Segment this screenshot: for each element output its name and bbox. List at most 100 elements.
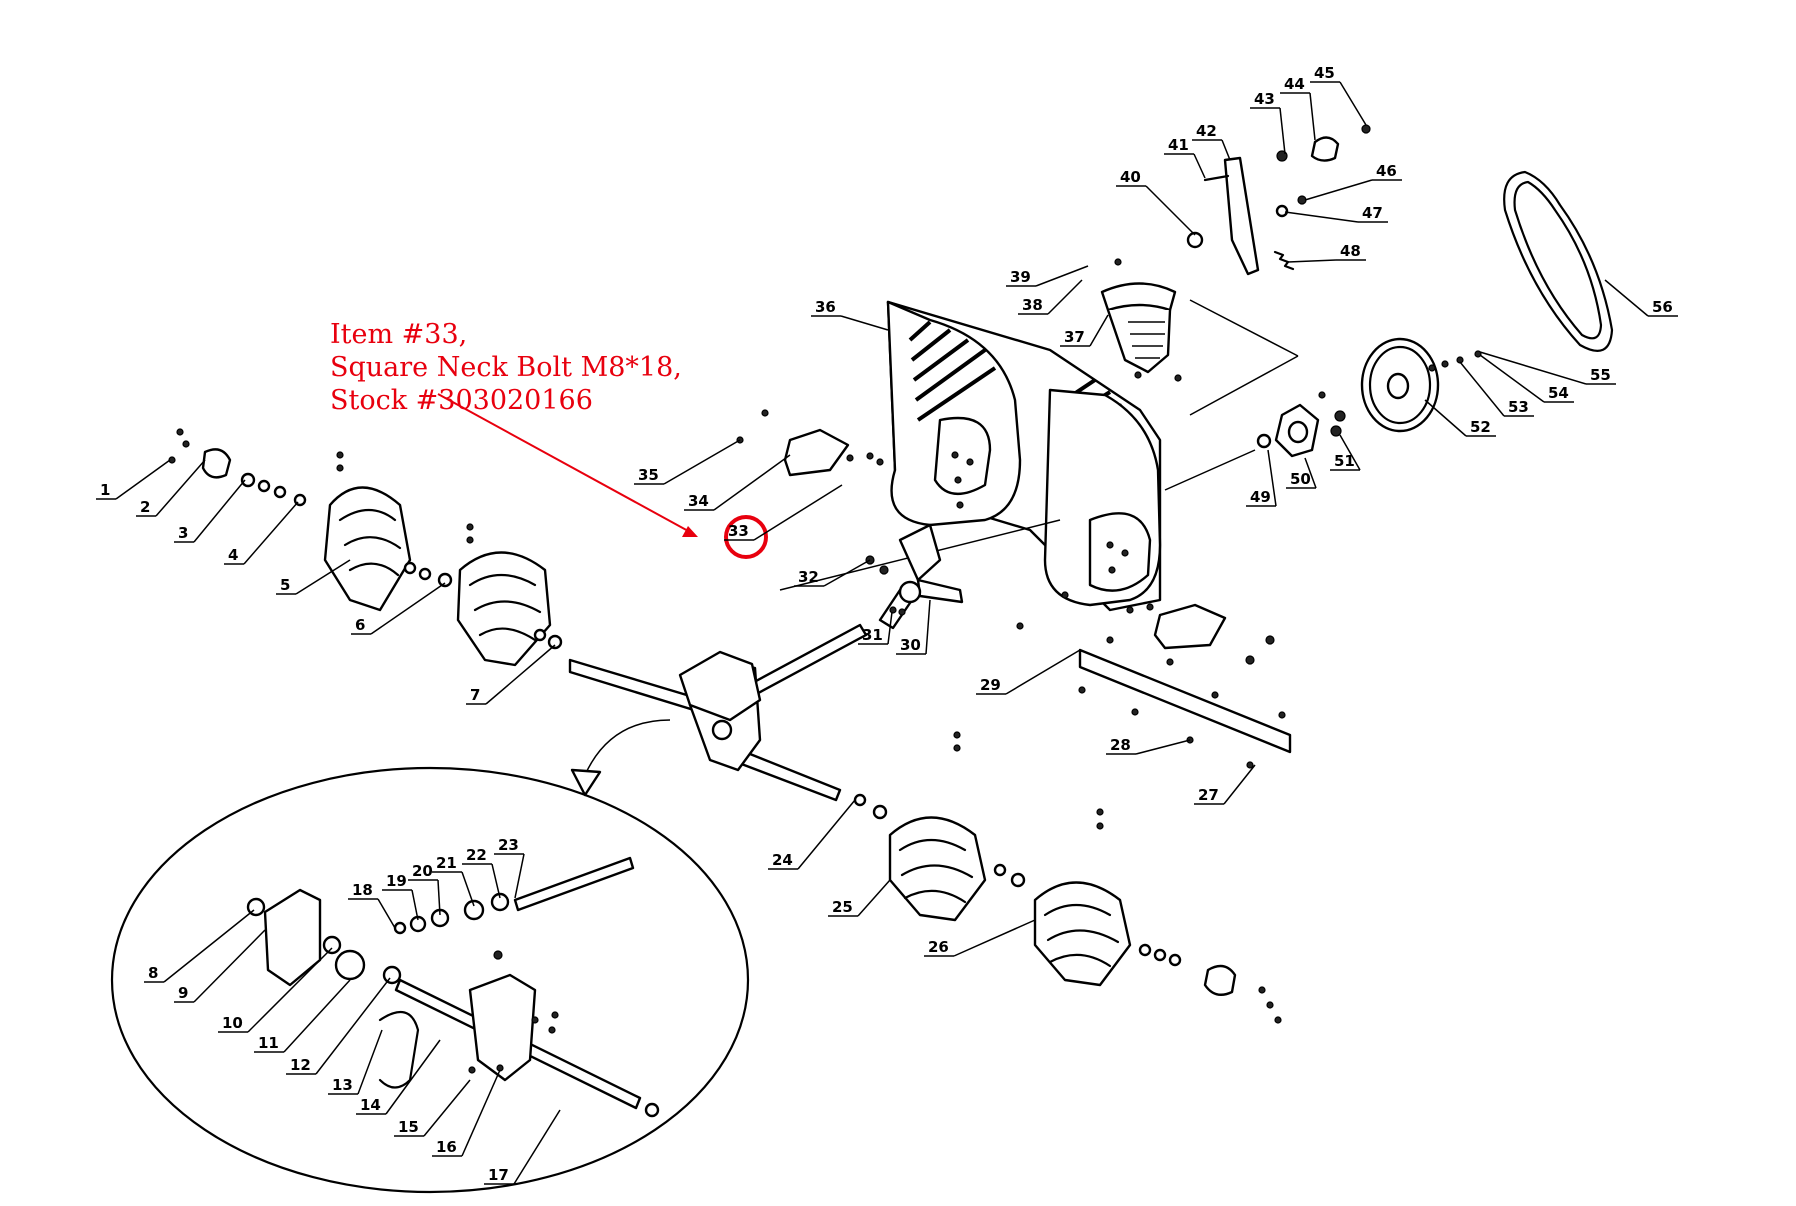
callout-label-35: 35 (638, 466, 659, 484)
callout-49: 49 (1246, 449, 1277, 507)
callout-leader-25 (857, 879, 891, 917)
callout-label-39: 39 (1010, 268, 1031, 286)
callout-leader-5 (295, 559, 351, 595)
callout-label-8: 8 (148, 964, 158, 982)
callout-41: 41 (1164, 136, 1206, 179)
callout-leader-2 (155, 459, 206, 517)
callout-16: 16 (432, 1069, 501, 1157)
callout-label-17: 17 (488, 1166, 509, 1184)
callout-label-2: 2 (140, 498, 150, 516)
callout-3: 3 (174, 479, 246, 543)
callout-leader-28 (1135, 739, 1191, 755)
callout-label-45: 45 (1314, 64, 1335, 82)
callout-leader-29 (1005, 649, 1081, 695)
callout-label-51: 51 (1334, 452, 1355, 470)
callout-label-52: 52 (1470, 418, 1491, 436)
callout-label-19: 19 (386, 872, 407, 890)
callout-label-28: 28 (1110, 736, 1131, 754)
callout-label-14: 14 (360, 1096, 381, 1114)
callout-36: 36 (811, 298, 889, 331)
callout-leader-41 (1193, 153, 1206, 179)
callout-leader-3 (193, 479, 246, 543)
callout-label-47: 47 (1362, 204, 1383, 222)
callout-label-20: 20 (412, 862, 433, 880)
callout-52: 52 (1424, 399, 1496, 437)
callout-leader-33 (753, 484, 843, 541)
callout-label-33: 33 (728, 522, 749, 540)
callout-label-16: 16 (436, 1138, 457, 1156)
callout-19: 19 (382, 872, 419, 921)
callout-54: 54 (1479, 354, 1574, 403)
callout-51: 51 (1330, 434, 1361, 471)
detail-view (110, 719, 750, 1194)
callout-leader-4 (243, 501, 299, 565)
callout-label-46: 46 (1376, 162, 1397, 180)
callout-label-43: 43 (1254, 90, 1275, 108)
callout-leader-11 (283, 979, 351, 1053)
callout-leader-8 (163, 909, 255, 983)
callout-46: 46 (1304, 162, 1402, 201)
callout-label-13: 13 (332, 1076, 353, 1094)
callout-29: 29 (976, 649, 1081, 695)
left-augers (168, 428, 563, 667)
callout-1: 1 (96, 459, 171, 500)
callout-40: 40 (1116, 168, 1196, 236)
callout-45: 45 (1310, 64, 1367, 126)
callout-6: 6 (351, 582, 446, 635)
annotation-note: Item #33, Square Neck Bolt M8*18, Stock … (330, 318, 682, 417)
callout-leader-39 (1035, 265, 1089, 287)
callout-label-7: 7 (470, 686, 480, 704)
callout-26: 26 (924, 919, 1036, 957)
callout-label-25: 25 (832, 898, 853, 916)
callout-label-32: 32 (798, 568, 819, 586)
callout-33: 33 (724, 484, 843, 541)
callout-34: 34 (684, 454, 791, 511)
annotation-line-2: Square Neck Bolt M8*18, (330, 352, 682, 383)
callout-label-56: 56 (1652, 298, 1673, 316)
auger-shaft (568, 519, 1061, 802)
callout-18: 18 (348, 881, 396, 929)
callout-label-42: 42 (1196, 122, 1217, 140)
callout-label-54: 54 (1548, 384, 1569, 402)
callout-label-9: 9 (178, 984, 188, 1002)
callout-50: 50 (1286, 457, 1317, 489)
callout-leader-53 (1459, 361, 1505, 417)
callout-23: 23 (494, 836, 525, 899)
callout-2: 2 (136, 459, 206, 517)
annotation-line-1: Item #33, (330, 319, 468, 350)
callout-leader-54 (1479, 354, 1545, 403)
callout-leader-31 (887, 611, 893, 645)
callout-label-40: 40 (1120, 168, 1141, 186)
callout-label-41: 41 (1168, 136, 1189, 154)
callout-label-27: 27 (1198, 786, 1219, 804)
callout-22: 22 (462, 846, 501, 899)
scraper-bar (1016, 622, 1292, 769)
callout-label-49: 49 (1250, 488, 1271, 506)
callout-leader-17 (513, 1109, 561, 1185)
callout-leader-10 (247, 947, 333, 1033)
callout-leader-36 (840, 315, 889, 331)
callout-leader-15 (423, 1079, 471, 1137)
callout-leader-38 (1047, 279, 1083, 315)
callout-leader-44 (1309, 92, 1316, 141)
callout-leader-6 (370, 582, 446, 635)
callout-label-44: 44 (1284, 75, 1305, 93)
callout-label-1: 1 (100, 481, 110, 499)
callout-leader-51 (1339, 434, 1361, 471)
callout-28: 28 (1106, 736, 1191, 755)
callout-31: 31 (858, 611, 893, 645)
callout-56: 56 (1604, 279, 1678, 317)
callout-leader-34 (713, 454, 791, 511)
callout-leader-26 (953, 919, 1036, 957)
callout-leader-21 (461, 871, 475, 907)
callout-label-29: 29 (980, 676, 1001, 694)
callout-leader-27 (1223, 764, 1256, 805)
callout-11: 11 (254, 979, 351, 1053)
callout-25: 25 (828, 879, 891, 917)
callout-leader-24 (797, 799, 856, 870)
callout-37: 37 (1060, 314, 1109, 347)
callout-label-26: 26 (928, 938, 949, 956)
callout-leader-22 (491, 863, 501, 899)
callout-39: 39 (1006, 265, 1089, 287)
